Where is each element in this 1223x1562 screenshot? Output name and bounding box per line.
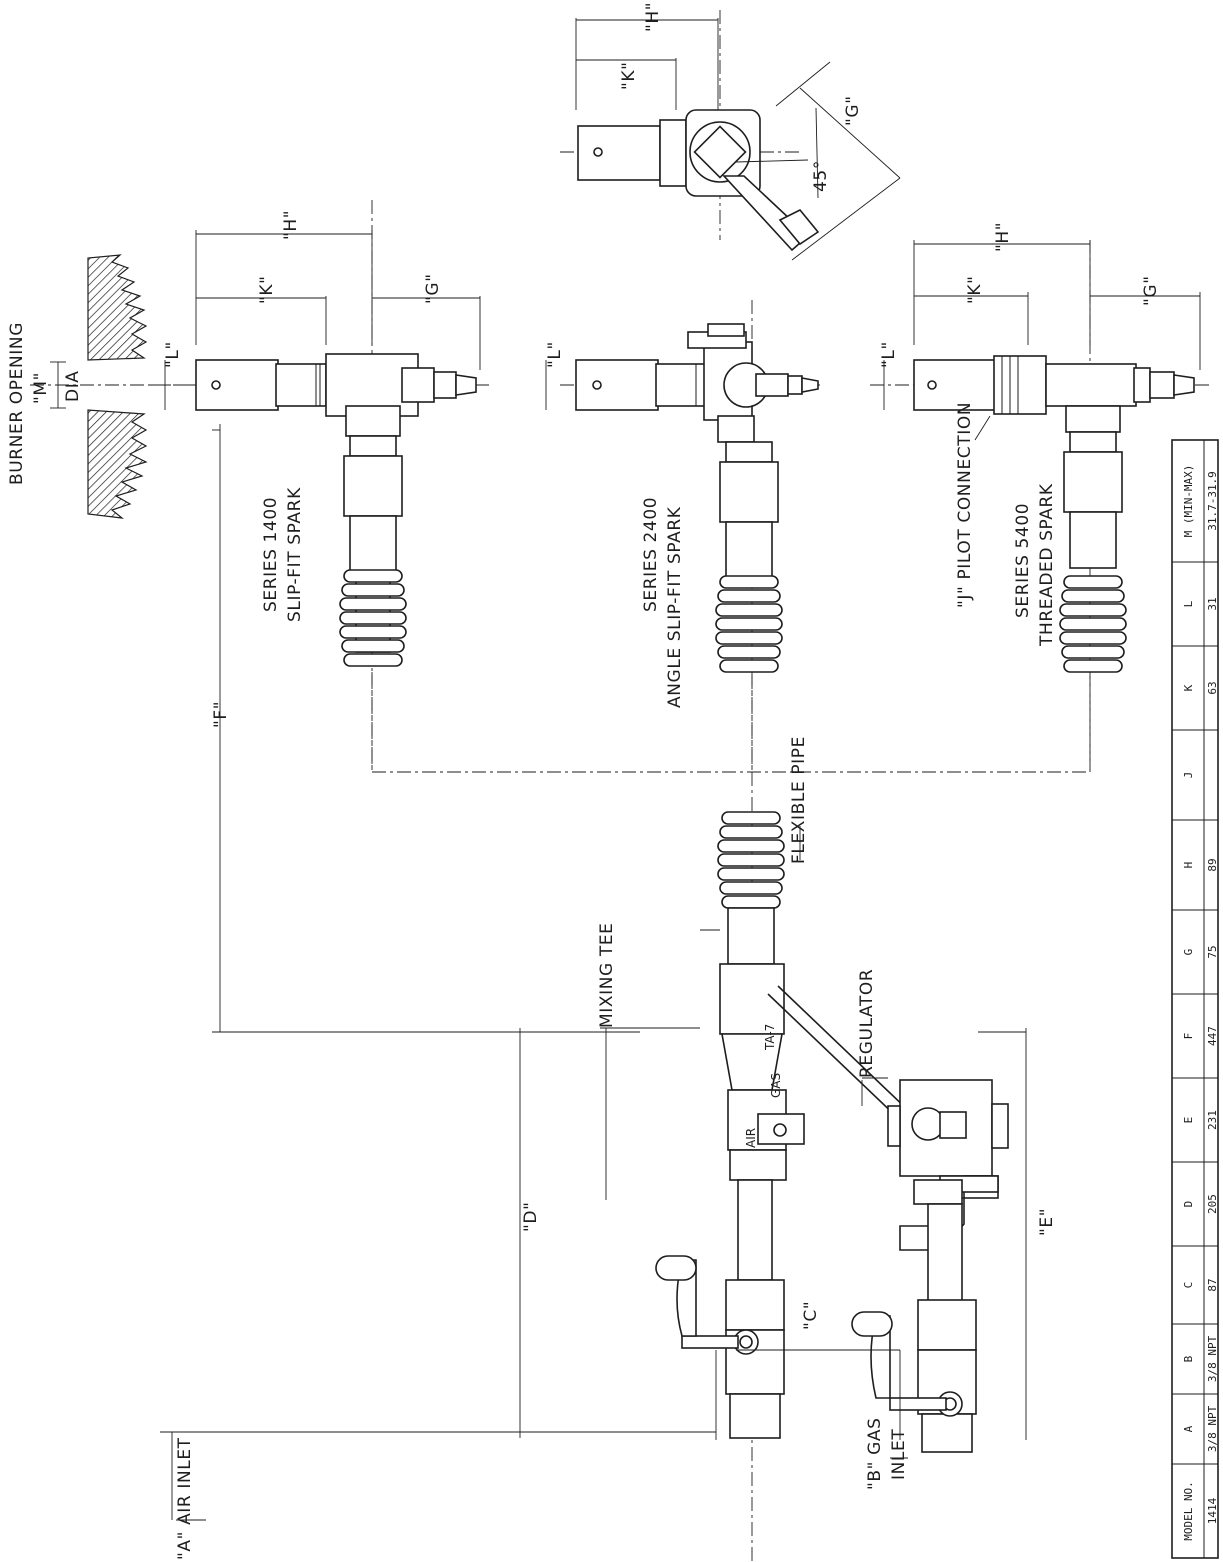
table-header-cell: E (1182, 1117, 1195, 1124)
series-2400-desc: ANGLE SLIP-FIT SPARK (665, 506, 685, 708)
mixer-annotations: "A" AIR INLET "C" "B" GAS INLET MIXING T… (160, 424, 1057, 1560)
burner-opening: BURNER OPENING "M" DIA (7, 254, 200, 519)
body-gas-text: GAS (769, 1073, 783, 1098)
dim-g-angle: "G" (843, 95, 863, 126)
table-header-cell: L (1182, 600, 1195, 607)
body-tag-text: TA-7 (763, 1024, 777, 1051)
series-5400-label: SERIES 5400 (1013, 503, 1033, 618)
table-value-cell: 3/8 NPT (1206, 1335, 1219, 1382)
table-header-cell: F (1182, 1033, 1195, 1040)
air-inlet-label: "A" AIR INLET (175, 1437, 195, 1560)
table-header-cell: C (1182, 1282, 1195, 1289)
table-header-cell: B (1182, 1355, 1195, 1362)
table-value-cell: 231 (1206, 1110, 1219, 1130)
flexible-pipe-label: FLEXIBLE PIPE (789, 736, 809, 864)
dim-d-label: "D" (521, 1201, 541, 1232)
table-value-cell: 75 (1206, 945, 1219, 958)
m-dimension-label: "M" (31, 372, 51, 404)
table-header-cell: H (1182, 862, 1195, 869)
table-header-cell: J (1182, 772, 1195, 779)
dim-k-angle: "K" (619, 61, 639, 90)
angle-view-assembly: "H" "K" "G" 45° (560, 2, 901, 261)
series-2400-assembly: "L" SERIES 2400 ANGLE SLIP-FIT SPARK (545, 300, 820, 770)
angle-45-label: 45° (811, 160, 831, 192)
series-5400-desc: THREADED SPARK (1037, 483, 1057, 647)
table-value-cell: 87 (1206, 1278, 1219, 1291)
dim-h-angle: "H" (643, 2, 663, 32)
dim-k-5400: "K" (965, 275, 985, 304)
table-value-cell: 31.7-31.9 (1206, 471, 1219, 531)
dim-h-1400: "H" (281, 210, 301, 240)
table-header-cell: D (1182, 1201, 1195, 1208)
body-air-text: AIR (744, 1128, 758, 1148)
gas-inlet-label-1: "B" GAS (865, 1418, 885, 1491)
table-header-cell: A (1182, 1425, 1195, 1432)
table-header-cell: MODEL NO. (1182, 1481, 1195, 1541)
regulator-label: REGULATOR (857, 969, 877, 1078)
table-value-cell: 3/8 NPT (1206, 1405, 1219, 1452)
spec-table: MODEL NO. 1414 A 3/8 NPT B 3/8 NPT C 87 D 205 E 231… (1171, 439, 1219, 1559)
series-1400-assembly: "H" "K" "G" "L" SERIES 1400 SLIP-FIT SPA… (150, 200, 490, 770)
mixing-tee-label: MIXING TEE (597, 922, 617, 1028)
series-5400-assembly: "H" "K" "G" "L" "J" PILOT CONNECTION SER… (870, 222, 1210, 770)
mixer-assembly: AIR GAS TA-7 (655, 811, 1009, 1453)
series-2400-label: SERIES 2400 (641, 497, 661, 612)
table-value-cell: 89 (1206, 858, 1219, 871)
table-value-cell: 1414 (1206, 1497, 1219, 1524)
burner-opening-label: BURNER OPENING (7, 322, 27, 485)
series-1400-desc: SLIP-FIT SPARK (285, 487, 305, 622)
m-dia-label: DIA (63, 370, 83, 402)
dim-l-5400: "L" (879, 341, 899, 368)
table-value-cell: 205 (1206, 1194, 1219, 1214)
table-header-cell: G (1182, 949, 1195, 956)
table-value-cell: 31 (1206, 597, 1219, 610)
table-value-cell: 63 (1206, 681, 1219, 694)
dim-g-1400: "G" (423, 273, 443, 304)
dim-g-5400: "G" (1141, 275, 1161, 306)
pilot-connection-label: "J" PILOT CONNECTION (955, 402, 975, 608)
dim-e-label: "E" (1037, 1208, 1057, 1236)
dim-l-2400: "L" (545, 341, 565, 368)
dim-f-label: "F" (211, 701, 231, 728)
table-value-cell: 447 (1206, 1026, 1219, 1046)
dim-c-label: "C" (801, 1301, 821, 1330)
series-1400-label: SERIES 1400 (261, 497, 281, 612)
table-header-cell: M (MIN-MAX) (1182, 465, 1195, 538)
gas-inlet-label-2: INLET (889, 1429, 909, 1480)
dim-l-1400: "L" (163, 341, 183, 368)
table-header-cell: K (1182, 684, 1195, 691)
dim-h-5400: "H" (993, 222, 1013, 252)
dim-k-1400: "K" (257, 275, 277, 304)
